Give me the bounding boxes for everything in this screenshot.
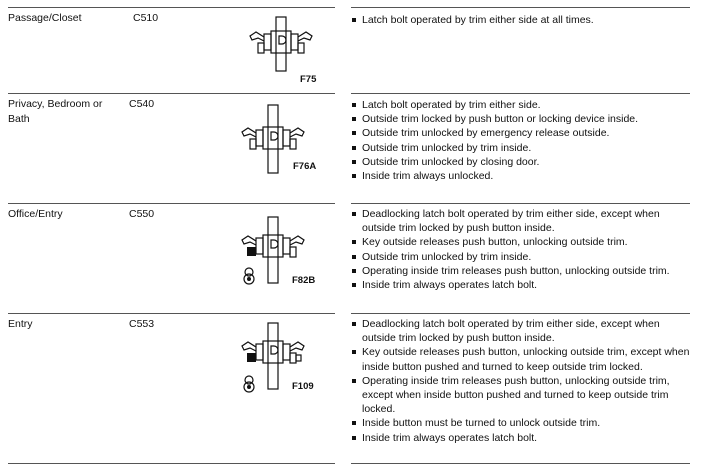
lever-lockset-illustration — [241, 216, 305, 284]
feature-list: Deadlocking latch bolt operated by trim … — [351, 317, 691, 445]
row-divider — [8, 463, 335, 464]
feature-item: Deadlocking latch bolt operated by trim … — [351, 207, 691, 235]
feature-item: Outside trim unlocked by closing door. — [351, 155, 691, 169]
figure-label: F109 — [292, 381, 314, 392]
lever-lockset-illustration — [241, 104, 305, 174]
figure-label: F76A — [293, 161, 317, 172]
lockset-diagram: F76A — [238, 104, 318, 175]
feature-item: Key outside releases push button, unlock… — [351, 345, 691, 373]
feature-item: Latch bolt operated by trim either side. — [351, 98, 691, 112]
feature-item: Inside button must be turned to unlock o… — [351, 416, 691, 430]
row-divider — [8, 203, 335, 204]
feature-item: Operating inside trim releases push butt… — [351, 264, 691, 278]
row-divider — [351, 203, 690, 204]
feature-item: Inside trim always operates latch bolt. — [351, 431, 691, 445]
feature-item: Deadlocking latch bolt operated by trim … — [351, 317, 691, 345]
feature-item: Outside trim unlocked by trim inside. — [351, 250, 691, 264]
feature-list: Deadlocking latch bolt operated by trim … — [351, 207, 691, 292]
function-code: C540 — [129, 98, 155, 110]
figure-label: F75 — [300, 74, 317, 85]
feature-item: Inside trim always operates latch bolt. — [351, 278, 691, 292]
function-code: C550 — [129, 208, 155, 220]
figure-label: F82B — [292, 275, 316, 286]
row-divider — [351, 93, 690, 94]
feature-list: Latch bolt operated by trim either side.… — [351, 98, 691, 183]
row-divider — [351, 313, 690, 314]
function-name: Office/Entry — [8, 208, 63, 220]
key-cylinder-icon — [243, 267, 255, 285]
feature-list: Latch bolt operated by trim either side … — [351, 13, 691, 27]
lever-lockset-illustration — [241, 322, 305, 390]
row-divider — [8, 313, 335, 314]
lockset-diagram: F75 — [238, 16, 318, 87]
lockset-diagram: F82B — [238, 216, 318, 287]
feature-item: Outside trim unlocked by trim inside. — [351, 141, 691, 155]
function-name: Passage/Closet — [8, 12, 82, 24]
feature-item: Outside trim locked by push button or lo… — [351, 112, 691, 126]
key-cylinder-icon — [243, 375, 255, 393]
function-code: C553 — [129, 318, 155, 330]
row-divider — [351, 463, 690, 464]
function-name: Privacy, Bedroom or Bath — [8, 98, 103, 125]
feature-item: Inside trim always unlocked. — [351, 169, 691, 183]
lever-lockset-illustration — [249, 16, 313, 72]
row-divider — [8, 93, 335, 94]
lockset-diagram: F109 — [238, 322, 318, 393]
row-divider — [8, 7, 335, 8]
function-name: Entry — [8, 318, 33, 330]
row-divider — [351, 7, 690, 8]
feature-item: Latch bolt operated by trim either side … — [351, 13, 691, 27]
function-code: C510 — [133, 12, 159, 24]
feature-item: Operating inside trim releases push butt… — [351, 374, 691, 417]
feature-item: Outside trim unlocked by emergency relea… — [351, 126, 691, 140]
feature-item: Key outside releases push button, unlock… — [351, 235, 691, 249]
